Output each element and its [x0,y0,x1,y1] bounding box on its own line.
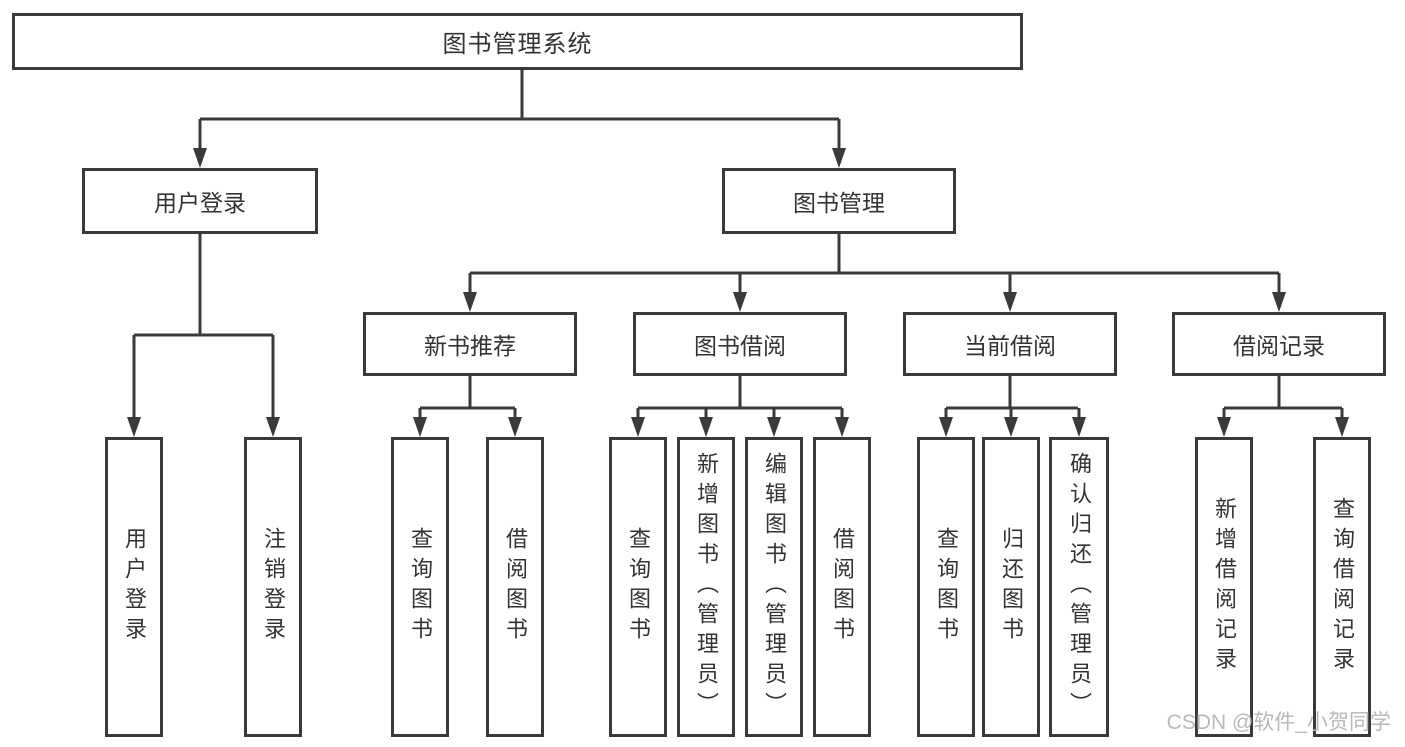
node-user-login: 用户登录 [82,168,318,234]
node-book-borrow: 图书借阅 [633,312,847,376]
node-book-management-label: 图书管理 [793,190,885,216]
leaf-borrow-books-1: 借阅图书 [486,437,544,737]
leaf-borrow-books-2: 借阅图书 [813,437,871,737]
leaf-query-books-1: 查询图书 [391,437,449,737]
leaf-borrow-books-1-label: 借阅图书 [503,527,528,647]
leaf-add-borrow-record-label: 新增借阅记录 [1212,497,1237,677]
node-new-book-recommend: 新书推荐 [363,312,577,376]
node-new-book-recommend-label: 新书推荐 [424,333,516,359]
leaf-borrow-books-2-label: 借阅图书 [830,527,855,647]
leaf-query-books-3-label: 查询图书 [934,527,959,647]
leaf-user-login: 用户登录 [105,437,163,737]
leaf-return-books: 归还图书 [982,437,1040,737]
leaf-query-borrow-record: 查询借阅记录 [1313,437,1371,737]
node-book-management: 图书管理 [722,168,956,234]
leaf-query-borrow-record-label: 查询借阅记录 [1330,497,1355,677]
leaf-query-books-3: 查询图书 [917,437,975,737]
node-borrow-records-label: 借阅记录 [1233,333,1325,359]
leaf-query-books-1-label: 查询图书 [408,527,433,647]
leaf-query-books-2: 查询图书 [609,437,667,737]
leaf-add-books-admin: 新增图书（管理员） [677,437,735,737]
leaf-confirm-return-admin: 确认归还（管理员） [1049,437,1109,737]
node-current-borrow: 当前借阅 [903,312,1117,376]
tree-edges [127,70,1349,437]
arrowheads [127,148,1349,437]
node-book-borrow-label: 图书借阅 [694,333,786,359]
leaf-add-borrow-record: 新增借阅记录 [1195,437,1253,737]
node-user-login-label: 用户登录 [154,190,246,216]
node-current-borrow-label: 当前借阅 [964,333,1056,359]
leaf-logout-label: 注销登录 [261,527,286,647]
node-root-label: 图书管理系统 [442,31,593,58]
leaf-query-books-2-label: 查询图书 [626,527,651,647]
leaf-edit-books-admin-label: 编辑图书（管理员） [762,452,787,722]
leaf-logout: 注销登录 [244,437,302,737]
leaf-add-books-admin-label: 新增图书（管理员） [694,452,719,722]
csdn-watermark: CSDN @软件_小贺同学 [1166,711,1391,734]
leaf-return-books-label: 归还图书 [999,527,1024,647]
leaf-edit-books-admin: 编辑图书（管理员） [745,437,803,737]
leaf-user-login-label: 用户登录 [122,527,147,647]
node-borrow-records: 借阅记录 [1172,312,1386,376]
edge-lines [132,70,1344,419]
node-root: 图书管理系统 [12,13,1023,70]
leaf-confirm-return-admin-label: 确认归还（管理员） [1067,452,1092,722]
